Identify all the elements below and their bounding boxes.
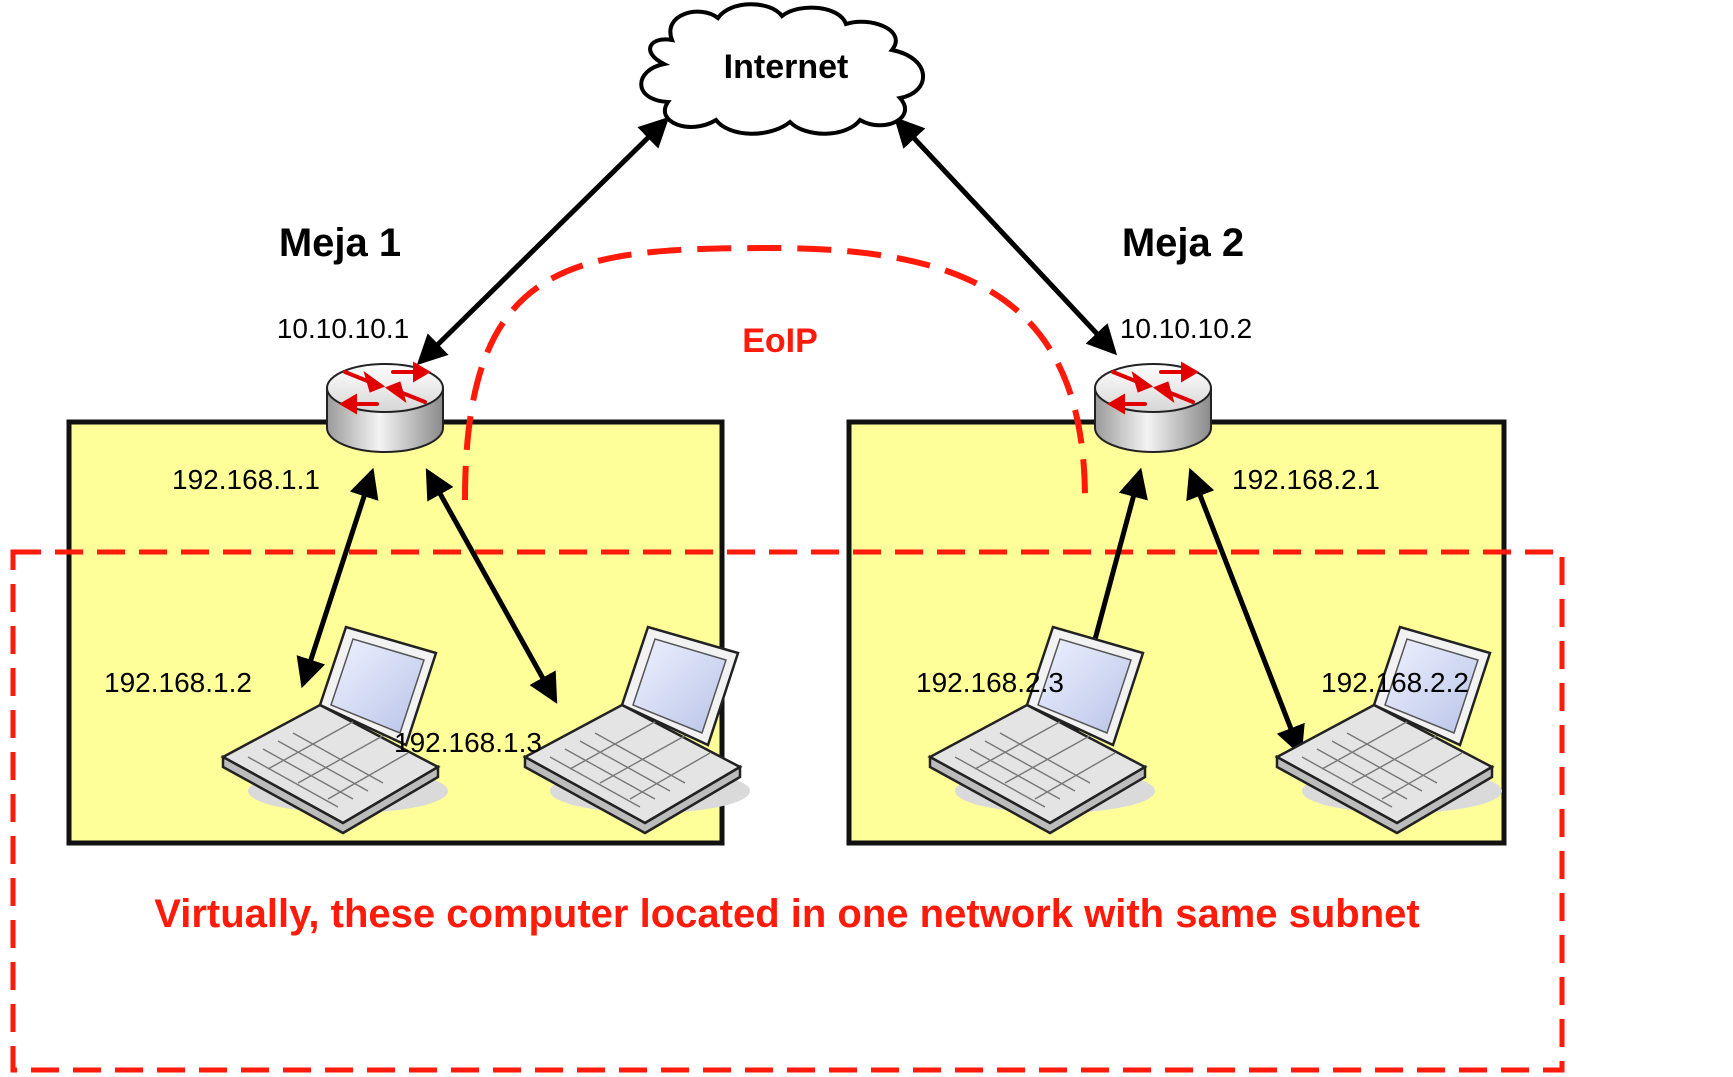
laptop-ip-label: 192.168.1.3 xyxy=(394,727,542,758)
link-router1-laptop2 xyxy=(425,468,558,704)
link-router2-internet xyxy=(893,116,1118,356)
router2-lan-ip: 192.168.2.1 xyxy=(1232,464,1380,495)
virtual-network-caption: Virtually, these computer located in one… xyxy=(154,892,1419,936)
site2-title: Meja 2 xyxy=(1122,221,1244,265)
site1-title: Meja 1 xyxy=(279,221,401,265)
router1-lan-ip: 192.168.1.1 xyxy=(172,464,320,495)
virtual-network-boundary xyxy=(10,549,1565,1073)
laptop-ip-label: 192.168.2.2 xyxy=(1321,667,1469,698)
link-router2-laptop2 xyxy=(1186,467,1305,757)
cloud-icon xyxy=(639,2,926,136)
router-icon xyxy=(325,362,445,454)
router2-wan-ip: 10.10.10.2 xyxy=(1120,313,1252,344)
link-router1-internet xyxy=(416,116,670,366)
link-router1-laptop1 xyxy=(296,467,379,689)
internet-label: Internet xyxy=(724,48,849,86)
laptop-ip-label: 192.168.2.3 xyxy=(916,667,1064,698)
router-icon xyxy=(1093,362,1213,454)
eoip-label: EoIP xyxy=(742,322,818,360)
laptop-ip-label: 192.168.1.2 xyxy=(104,667,252,698)
router1-wan-ip: 10.10.10.1 xyxy=(277,313,409,344)
